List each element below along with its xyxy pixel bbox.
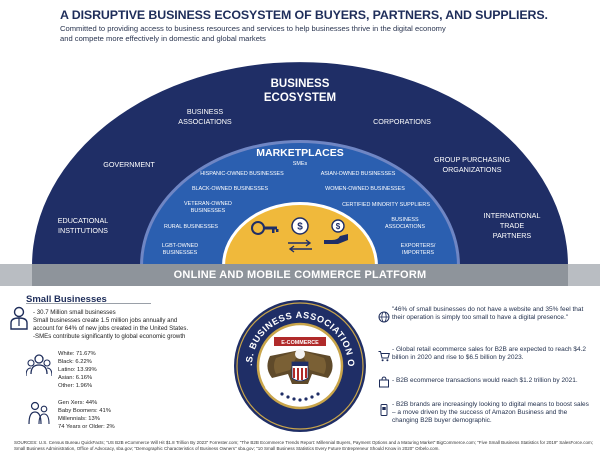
outer-government: GOVERNMENT xyxy=(103,160,155,169)
fact-b2b-transactions: - B2B ecommerce transactions would reach… xyxy=(392,377,578,384)
outer-international-1: INTERNATIONAL xyxy=(484,211,541,220)
ecosystem-title-line-1: BUSINESS xyxy=(271,78,330,90)
mkt-hispanic: HISPANIC-OWNED BUSINESSES xyxy=(200,171,284,177)
mobile-store-icon xyxy=(380,404,388,416)
shopping-bag-icon xyxy=(379,376,389,388)
stat-white: White: 71.67% xyxy=(58,351,96,357)
sb-line-2: Small businesses create 1.5 million jobs… xyxy=(33,317,178,324)
outer-group-purchasing-1: GROUP PURCHASING xyxy=(434,155,511,164)
mkt-lgbt-1: LGBT-OWNED xyxy=(162,243,198,249)
key-icon xyxy=(251,221,279,235)
small-businesses-divider xyxy=(26,303,151,304)
outer-educational-2: INSTITUTIONS xyxy=(58,226,108,235)
subtitle-line-2: and compete more effectively in domestic… xyxy=(60,34,266,43)
outer-corporations: CORPORATIONS xyxy=(373,117,431,126)
stat-other: Other: 1.96% xyxy=(58,383,93,389)
stat-latino: Latino: 13.99% xyxy=(58,367,97,373)
fact-website: "46% of small businesses do not have a w… xyxy=(392,306,584,321)
stat-millennials: Millennials: 13% xyxy=(58,416,100,422)
globe-icon xyxy=(378,311,390,323)
generations-icon xyxy=(28,401,50,425)
group-people-icon xyxy=(26,354,52,377)
eagle-icon xyxy=(267,349,333,384)
sb-line-3: account for 64% of new jobs created in t… xyxy=(33,325,189,332)
mkt-lgbt-2: BUSINESSES xyxy=(163,250,198,256)
mkt-bizassoc-2: ASSOCIATIONS xyxy=(385,224,425,230)
svg-text:$: $ xyxy=(336,222,341,231)
stat-genx: Gen Xers: 44% xyxy=(58,400,98,406)
mkt-black: BLACK-OWNED BUSINESSES xyxy=(192,186,268,192)
exchange-arrows-icon xyxy=(288,239,312,253)
mkt-smes: SMEs xyxy=(293,161,308,167)
mkt-rural: RURAL BUSINESSES xyxy=(164,224,218,230)
outer-educational-1: EDUCATIONAL xyxy=(58,216,109,225)
page-subtitle: Committed to providing access to busines… xyxy=(60,24,590,44)
mkt-veteran-2: BUSINESSES xyxy=(191,208,226,214)
stat-black: Black: 6.22% xyxy=(58,359,92,365)
seal-stars xyxy=(280,392,320,402)
seal-ribbon xyxy=(274,337,326,346)
businessperson-icon xyxy=(10,306,28,330)
platform-label: ONLINE AND MOBILE COMMERCE PLATFORM xyxy=(32,264,568,286)
mkt-bizassoc-1: BUSINESS xyxy=(391,217,419,223)
fact-b2b-brands: - B2B brands are increasingly looking to… xyxy=(392,401,589,424)
mkt-veteran-1: VETERAN-OWNED xyxy=(184,201,232,207)
stat-asian: Asian: 6.16% xyxy=(58,375,93,381)
outer-business-associations-1: BUSINESS xyxy=(187,107,224,116)
page-title: A DISRUPTIVE BUSINESS ECOSYSTEM OF BUYER… xyxy=(60,8,548,22)
small-businesses-title: Small Businesses xyxy=(26,294,107,305)
ecosystem-diagram: $ $ BUSINESS ECOSYSTEM BUSINESS ASSOCIAT… xyxy=(32,62,568,266)
mkt-exporters-2: IMPORTERS xyxy=(402,250,434,256)
dollar-coin-icon: $ xyxy=(291,217,309,235)
ecosystem-title-line-2: ECOSYSTEM xyxy=(264,92,336,104)
outer-international-3: PARTNERS xyxy=(493,231,532,240)
stat-boomers: Baby Boomers: 41% xyxy=(58,408,111,414)
mkt-certified: CERTIFIED MINORITY SUPPLIERS xyxy=(342,202,430,208)
sb-line-4: -SMEs contribute significantly to global… xyxy=(33,333,186,340)
hand-with-money-icon: $ xyxy=(324,219,348,244)
stat-older: 74 Years or Older: 2% xyxy=(58,424,115,430)
sb-line-1: - 30.7 Million small businesses xyxy=(33,309,116,316)
sources-line-2: Small Business Administration, Office of… xyxy=(14,446,440,451)
subtitle-line-1: Committed to providing access to busines… xyxy=(60,24,446,33)
outer-group-purchasing-2: ORGANIZATIONS xyxy=(443,165,502,174)
fact-global-sales: - Global retail ecommerce sales for B2B … xyxy=(392,346,587,361)
association-seal: U.S. BUSINESS ASSOCIATION OF E-COMMERCE … xyxy=(230,290,366,432)
mkt-asian: ASIAN-OWNED BUSINESSES xyxy=(321,171,396,177)
outer-business-associations-2: ASSOCIATIONS xyxy=(178,117,232,126)
sources-footnote: SOURCES: U.S. Census Bureau QuickFacts; … xyxy=(14,440,594,452)
sources-line-1: SOURCES: U.S. Census Bureau QuickFacts; … xyxy=(14,440,594,445)
marketplaces-title: MARKETPLACES xyxy=(256,147,344,159)
seal-ribbon-text: E-COMMERCE xyxy=(281,340,319,346)
outer-international-2: TRADE xyxy=(500,221,525,230)
mkt-women: WOMEN-OWNED BUSINESSES xyxy=(325,186,405,192)
cart-icon xyxy=(378,351,390,362)
svg-text:$: $ xyxy=(297,222,303,233)
mkt-exporters-1: EXPORTERS/ xyxy=(401,243,436,249)
